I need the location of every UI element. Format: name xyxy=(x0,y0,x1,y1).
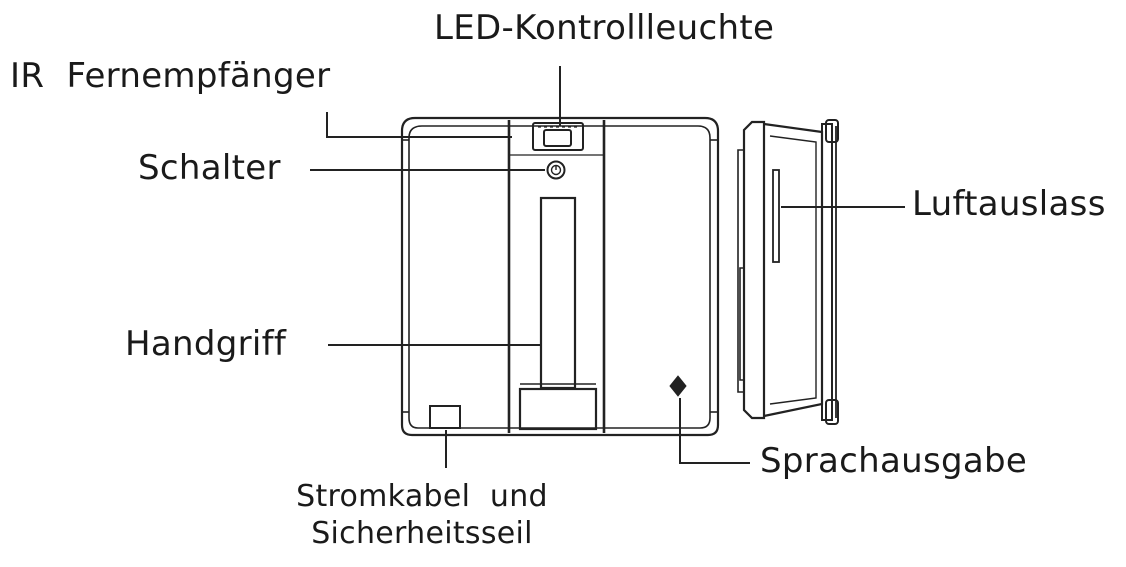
label-ir: IR Fernempfänger xyxy=(10,56,331,96)
side-clip-top xyxy=(825,119,839,143)
label-handgriff: Handgriff xyxy=(125,324,287,364)
label-sprachausgabe: Sprachausgabe xyxy=(760,441,1028,481)
led-indicator-outer xyxy=(532,122,584,151)
side-view xyxy=(737,119,839,425)
side-bottom-detail xyxy=(739,267,744,381)
led-indicator-inner xyxy=(543,129,572,147)
label-stromkabel-line2: Sicherheitsseil xyxy=(311,516,533,551)
side-housing-inner xyxy=(769,135,817,405)
front-view xyxy=(400,116,720,437)
power-button-icon xyxy=(546,160,566,180)
air-outlet-slot xyxy=(772,169,780,263)
cable-port xyxy=(429,405,461,429)
label-schalter: Schalter xyxy=(138,148,281,188)
side-clip-bottom xyxy=(825,399,839,425)
front-body-inner xyxy=(408,125,711,429)
label-led: LED-Kontrollleuchte xyxy=(434,8,775,48)
leader-sprachausgabe xyxy=(679,398,750,464)
label-luftauslass: Luftauslass xyxy=(912,184,1106,224)
side-back-detail xyxy=(737,149,745,393)
side-housing xyxy=(763,122,824,418)
side-back-plate xyxy=(742,120,766,420)
speaker-icon xyxy=(669,375,687,397)
leader-lines xyxy=(310,66,905,468)
front-body-outline xyxy=(400,116,720,437)
label-stromkabel-line1: Stromkabel und xyxy=(296,479,548,514)
side-front-plate xyxy=(821,123,833,421)
handle-slot xyxy=(539,196,577,390)
label-stromkabel: Stromkabel und Sicherheitsseil xyxy=(272,480,572,550)
handle-base xyxy=(518,387,598,431)
leader-ir xyxy=(326,112,512,138)
